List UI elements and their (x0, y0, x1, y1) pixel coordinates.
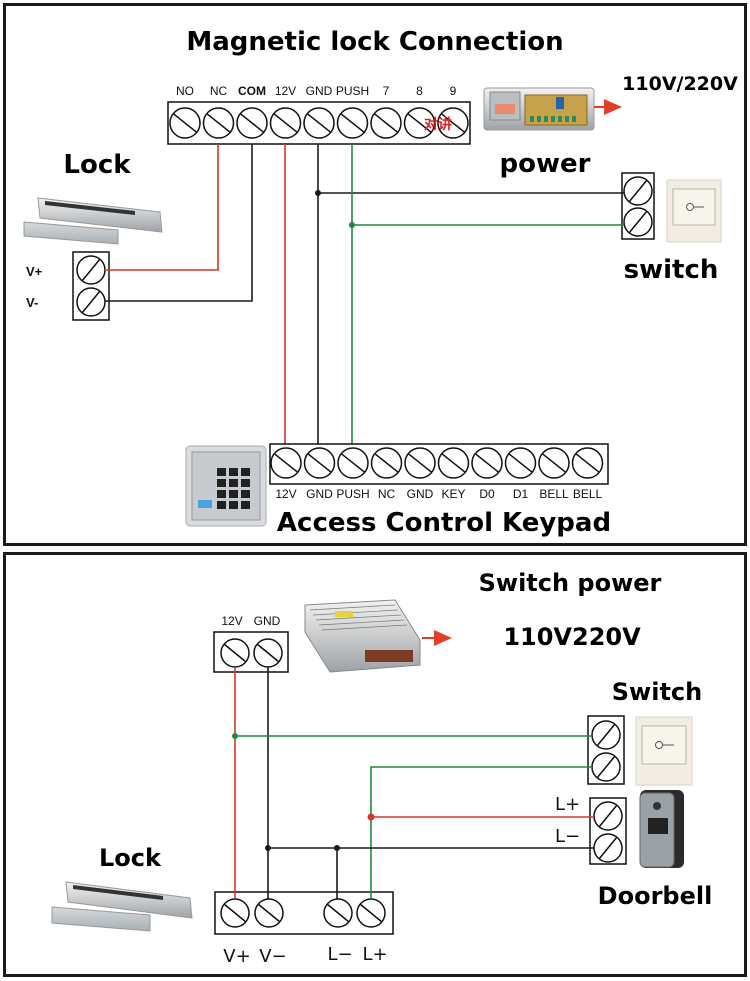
controller-terminal-label: NO (176, 84, 194, 98)
controller-terminal-label: 12V (275, 84, 296, 98)
doorbell-camera-image (639, 790, 684, 868)
psu-gnd-label: GND (254, 614, 281, 628)
keypad-screw (571, 447, 604, 479)
lock-screws-bottom (220, 898, 386, 928)
keypad-terminal-label: GND (407, 487, 434, 501)
lock-label-bottom: Lock (99, 844, 162, 872)
keypad-terminal-label: GND (306, 487, 333, 501)
lock-label-top: Lock (63, 150, 131, 180)
psu-12v-label: 12V (221, 614, 242, 628)
controller-screw (437, 107, 469, 139)
controller-screw (336, 107, 369, 139)
lock-screws-top (76, 255, 106, 317)
magnetic-lock-image-top (23, 197, 163, 245)
keypad-screw (303, 447, 336, 479)
controller-screw (202, 107, 235, 139)
keypad-terminal-label: BELL (539, 487, 569, 501)
doorbell-screws (593, 801, 623, 863)
keypad-screw (370, 447, 403, 479)
controller-screw (403, 107, 436, 139)
keypad-screw (471, 447, 503, 479)
wire-com-to-lock-vminus (105, 144, 253, 302)
switch-power-voltage: 110V220V (503, 623, 641, 651)
switch-label-top: switch (624, 255, 719, 285)
switch-screws-top (623, 176, 653, 237)
controller-screw (236, 107, 268, 139)
controller-terminal-label: 8 (416, 84, 423, 98)
keypad-screws (270, 447, 604, 479)
bottom-wires (234, 667, 594, 899)
keypad-terminal-label: BELL (573, 487, 603, 501)
controller-terminal-label: NC (210, 84, 228, 98)
keypad-terminal-label: D1 (513, 487, 529, 501)
doorbell-lplus-label: L+ (555, 794, 580, 815)
wire-nc-to-lock-vplus (105, 144, 219, 271)
exit-switch-image-top (666, 179, 722, 243)
lock-vminus-label-top: V- (26, 295, 38, 310)
keypad-screw (337, 447, 369, 479)
controller-screw (169, 107, 201, 139)
controller-screw (269, 107, 302, 139)
switching-power-supply-image (304, 599, 421, 673)
controller-terminal-label: COM (238, 84, 266, 98)
wire-lplus-to-switch (370, 766, 592, 899)
doorbell-label: Doorbell (598, 882, 713, 910)
keypad-image (185, 445, 267, 527)
keypad-screw (270, 447, 302, 479)
keypad-screw (404, 447, 436, 479)
doorbell-lminus-label: L− (555, 826, 580, 847)
junction-dot (349, 222, 355, 228)
power-voltage-label: 110V/220V (622, 73, 738, 95)
switch-label-bottom: Switch (612, 678, 702, 706)
lock-vplus-label-top: V+ (26, 264, 43, 279)
keypad-terminal-label: PUSH (336, 487, 369, 501)
lock-lminus-label-bottom: L− (327, 944, 352, 965)
keypad-terminal-label: KEY (441, 487, 465, 501)
controller-screws (169, 107, 469, 139)
keypad-screw (437, 447, 470, 479)
exit-switch-image-bottom (635, 716, 693, 786)
power-label: power (500, 149, 591, 179)
lock-vminus-label-bottom: V− (259, 946, 286, 967)
keypad-terminal-label: NC (378, 487, 396, 501)
lock-vplus-label-bottom: V+ (223, 946, 250, 967)
controller-terminal-label: 9 (450, 84, 457, 98)
switch-power-label: Switch power (479, 569, 662, 597)
keypad-title: Access Control Keypad (277, 508, 611, 538)
junction-dot (265, 845, 271, 851)
junction-dot (334, 845, 340, 851)
controller-terminal-label: GND (306, 84, 333, 98)
power-supply-image (483, 87, 595, 131)
top-title: Magnetic lock Connection (186, 27, 563, 57)
psu-screws (220, 638, 283, 668)
controller-screw (370, 107, 402, 139)
controller-terminal-label: PUSH (336, 84, 369, 98)
junction-dot (315, 190, 321, 196)
junction-dot (232, 733, 238, 739)
lock-lplus-label-bottom: L+ (362, 944, 387, 965)
switch-screws-bottom (591, 720, 621, 782)
magnetic-lock-image-bottom (51, 881, 193, 932)
keypad-screw (538, 447, 570, 479)
keypad-terminal-label: D0 (479, 487, 495, 501)
junction-dot (367, 813, 375, 821)
top-wires (105, 144, 624, 452)
keypad-screw (504, 447, 537, 479)
keypad-terminal-label: 12V (275, 487, 296, 501)
controller-terminal-label: 7 (383, 84, 390, 98)
intercom-label: 对讲 (424, 116, 452, 133)
controller-screw (303, 107, 335, 139)
